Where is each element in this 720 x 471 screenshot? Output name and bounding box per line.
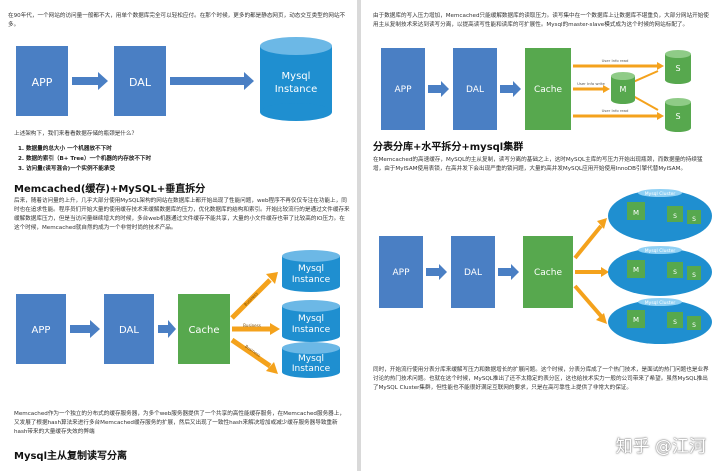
business-arrows [230, 272, 280, 374]
list-item: 2. 数据的索引（B+ Tree）一个机器的内存放不下时 [18, 156, 152, 162]
slave-label: S [675, 64, 680, 73]
list-item: 3. 访问量(读写混合)一个实例不能承受 [18, 166, 115, 172]
sharding-paragraph: 在Memcached的高速缓存，MySQL的主从复制，读写分离的基础之上，这时M… [373, 157, 703, 172]
cache-box [178, 294, 230, 364]
app-box [381, 48, 425, 130]
dal-label: DAL [119, 325, 139, 336]
cluster-paragraph: 同时，开始流行使用分表分库来缓解写压力和数据增长的扩展问题。这个时候，分表分库成… [373, 367, 709, 391]
right-page: 由于数据库的写入压力增加，Memcached只能缓解数据库的读取压力。读写集中在… [361, 0, 720, 471]
mysql-cluster-group [608, 189, 712, 242]
mysql-label: Mysql [298, 264, 324, 274]
app-label: APP [32, 76, 53, 89]
mysql-label: Mysql [298, 354, 324, 364]
dal-box [453, 48, 497, 130]
dal-label: DAL [466, 85, 484, 95]
read-label: User Info read [602, 108, 629, 113]
instance-label: Instance [292, 275, 331, 285]
slave-label: S [673, 319, 677, 326]
mysql-label: Mysql [282, 71, 311, 82]
mysql-cylinder [260, 37, 332, 121]
single-db-diagram: APP DAL Mysql Instance [16, 37, 332, 121]
mysql-cylinder [282, 342, 340, 378]
zhihu-watermark: 知乎 @江河 [615, 437, 706, 457]
mysql-cluster-group [608, 246, 712, 296]
arrow [426, 264, 447, 280]
memcached-summary: Memcached作为一个独立的分布式的缓存服务器，为多个web服务器提供了一个… [14, 411, 345, 435]
question-text: 上述架构下，我们来看看数据存储的瓶颈是什么？ [14, 131, 138, 137]
slave-label: S [692, 322, 696, 329]
cache-label: Cache [188, 325, 219, 336]
cluster-diagram: APP DAL Cache Mysql Cluster M S S [379, 189, 712, 344]
app-box [16, 46, 68, 116]
arrow [170, 72, 254, 90]
cache-diagram: APP DAL Cache Business Business Business… [16, 250, 340, 378]
arrow [158, 320, 176, 338]
cache-label: Cache [534, 85, 562, 95]
slave-label: S [675, 112, 680, 121]
app-label: APP [32, 325, 51, 336]
master-label: M [633, 316, 639, 324]
left-page: 在90年代，一个网站的访问量一般都不大，用单个数据库完全可以轻松应付。在那个时候… [0, 0, 357, 471]
slave-label: S [673, 269, 677, 276]
memcached-paragraph: 后来，随着访问量的上升，几乎大部分使用MySQL架构的网站在数据库上都开始出现了… [14, 198, 350, 231]
app-label: APP [394, 85, 412, 95]
slave-cylinder [665, 98, 691, 132]
mysql-cylinder [282, 250, 340, 292]
master-slave-diagram: APP DAL Cache User Info read User Info w… [381, 48, 691, 132]
app-box [379, 236, 423, 308]
write-label: User Info write [577, 81, 605, 86]
instance-label: Instance [292, 325, 331, 335]
cache-box [523, 236, 573, 308]
app-label: APP [392, 268, 410, 278]
instance-label: Instance [292, 364, 331, 374]
dal-box [104, 294, 154, 364]
list-item: 1. 数据量的总大小 一个机器放不下时 [18, 146, 112, 152]
section-heading: 分表分库+水平拆分+mysql集群 [373, 142, 524, 153]
cluster-arrows [573, 218, 609, 324]
cluster-label: Mysql Cluster [645, 248, 676, 254]
master-label: M [633, 266, 639, 274]
section-heading: Mysql主从复制读写分离 [14, 451, 128, 462]
instance-label: Instance [275, 84, 318, 95]
arrow [70, 320, 100, 338]
cluster-label: Mysql Cluster [645, 191, 676, 197]
slave-label: S [692, 272, 696, 279]
dal-box [114, 46, 166, 116]
business-label: Business [243, 323, 261, 328]
intro-paragraph: 在90年代，一个网站的访问量一般都不大，用单个数据库完全可以轻松应付。在那个时候… [8, 13, 346, 28]
arrow [498, 264, 519, 280]
master-slave-paragraph: 由于数据库的写入压力增加，Memcached只能缓解数据库的读取压力。读写集中在… [373, 13, 709, 28]
mysql-cylinder [282, 300, 340, 342]
cache-label: Cache [534, 268, 562, 278]
business-label: Business [243, 291, 259, 307]
cache-box [525, 48, 571, 130]
slave-label: S [673, 213, 677, 220]
app-box [16, 294, 66, 364]
data-flow-arrows [573, 62, 664, 120]
section-heading: Memcached(缓存)+MySQL+垂直拆分 [14, 184, 206, 195]
read-label: User Info read [602, 58, 629, 63]
slave-cylinder [665, 50, 691, 84]
mysql-cluster-group [608, 298, 712, 344]
cluster-label: Mysql Cluster [645, 300, 676, 306]
master-label: M [633, 209, 639, 217]
dal-label: DAL [464, 268, 482, 278]
dal-box [451, 236, 495, 308]
arrow [72, 72, 108, 90]
master-label: M [620, 85, 627, 94]
arrow [428, 81, 449, 97]
arrow [500, 81, 521, 97]
slave-label: S [692, 216, 696, 223]
master-cylinder [611, 72, 635, 104]
mysql-label: Mysql [298, 314, 324, 324]
dal-label: DAL [129, 76, 152, 89]
